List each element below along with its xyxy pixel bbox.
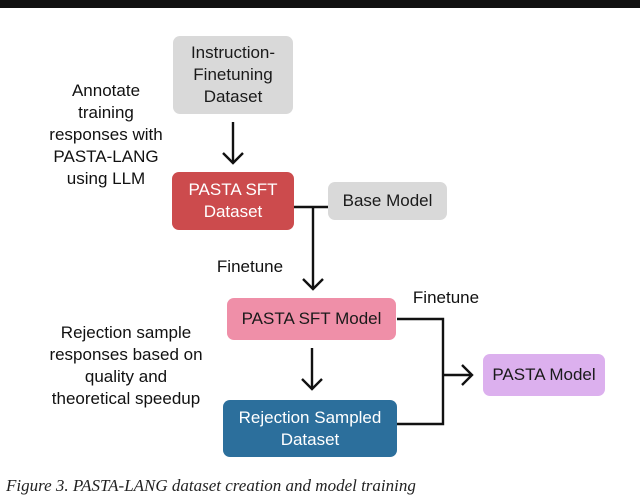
top-rule	[0, 0, 640, 8]
pasta-sft-dataset-box: PASTA SFT Dataset	[172, 172, 294, 230]
rejection-sampled-dataset-box: Rejection Sampled Dataset	[223, 400, 397, 457]
pasta-model-box: PASTA Model	[483, 354, 605, 396]
finetune-label-1: Finetune	[216, 257, 284, 276]
arrow-merge-to-sft-model	[294, 205, 328, 291]
instruction-finetuning-dataset-box: Instruction- Finetuning Dataset	[173, 36, 293, 114]
arrow-dataset-to-sft-dataset	[222, 122, 244, 165]
finetune-label-2: Finetune	[412, 288, 480, 307]
annotate-note: Annotate training responses with PASTA-L…	[49, 81, 163, 188]
rejection-note: Rejection sample responses based on qual…	[49, 323, 203, 408]
pasta-sft-model-box: PASTA SFT Model	[227, 298, 396, 340]
arrow-merge-to-pasta-model	[397, 317, 474, 426]
base-model-box: Base Model	[328, 182, 447, 220]
arrow-sft-model-to-rejection	[301, 348, 323, 391]
figure-caption: Figure 3. PASTA-LANG dataset creation an…	[6, 476, 416, 495]
